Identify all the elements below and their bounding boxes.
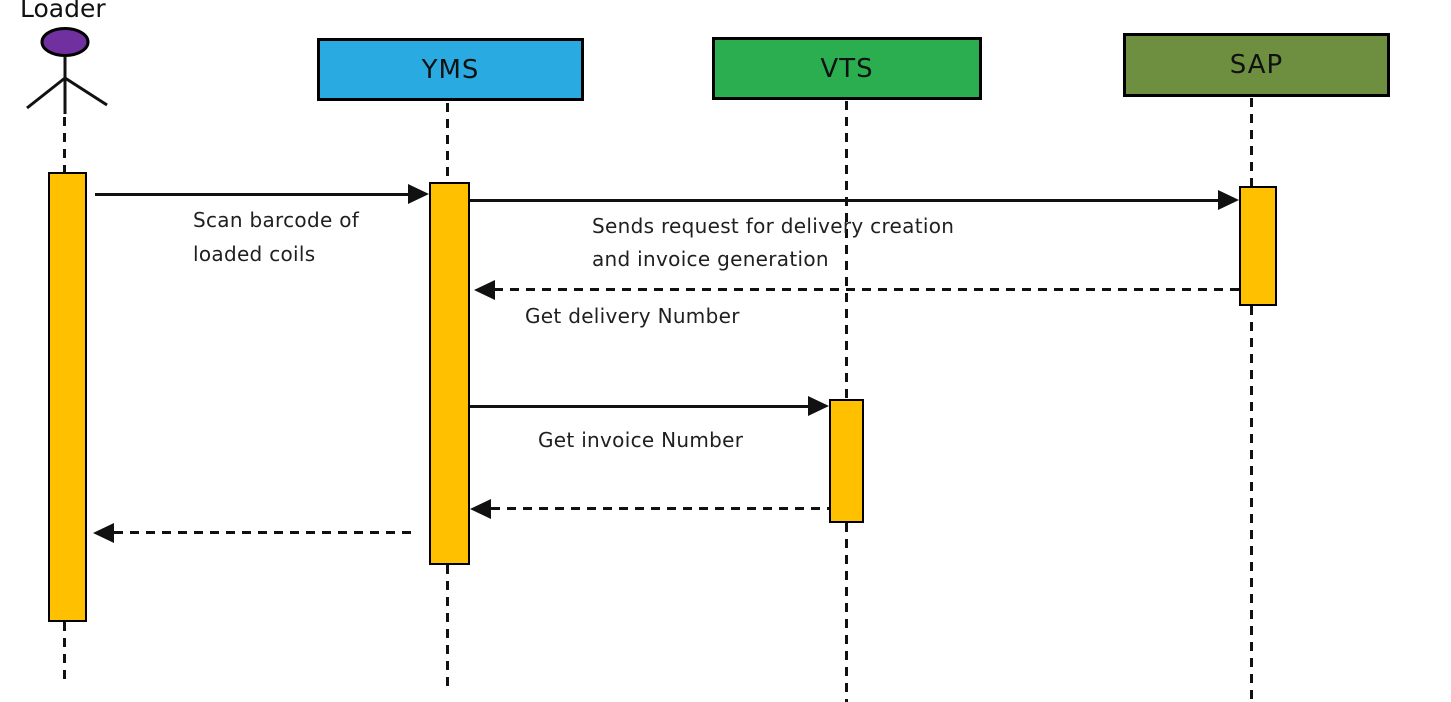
arrowhead-left-icon [470,499,491,519]
message-label-delivery-request: Sends request for delivery creation and … [592,214,955,271]
message-label-scan-barcode: Scan barcode of loaded coils [193,208,360,266]
message-line-get-delivery-number [494,288,1239,291]
lifeline-loader [63,622,66,684]
participant-box-sap: SAP [1123,33,1390,97]
participant-label: SAP [1229,50,1284,80]
arrowhead-right-icon [808,396,829,416]
lifeline-loader [63,117,66,172]
activation-bar-sap [1239,186,1277,306]
actor-head [40,27,90,57]
message-label-get-delivery-number: Get delivery Number [525,304,740,328]
message-line-delivery-request [470,199,1220,202]
message-line-vts-return [491,507,829,510]
lifeline-yms [446,103,449,182]
participant-box-yms: YMS [317,38,584,101]
lifeline-vts [845,523,848,702]
message-line-scan-barcode [95,193,410,196]
activation-bar-vts [829,399,864,523]
participant-label: VTS [820,53,874,84]
participant-box-vts: VTS [712,37,982,100]
lifeline-yms [446,565,449,687]
arrowhead-left-icon [474,280,495,300]
activation-bar-yms [429,182,470,565]
activation-bar-loader [48,172,87,622]
message-label-get-invoice-number: Get invoice Number [538,428,744,452]
actor-stick-figure-icon [26,27,108,114]
arrowhead-right-icon [408,184,429,204]
participant-label: YMS [421,54,480,85]
arrowhead-left-icon [93,523,114,543]
message-line-get-invoice-number [470,405,810,408]
message-line-yms-return [114,531,418,534]
actor-label: Loader [20,0,106,23]
lifeline-sap [1250,306,1253,701]
lifeline-sap [1250,98,1253,186]
lifeline-vts [845,101,848,400]
arrowhead-right-icon [1218,190,1239,210]
